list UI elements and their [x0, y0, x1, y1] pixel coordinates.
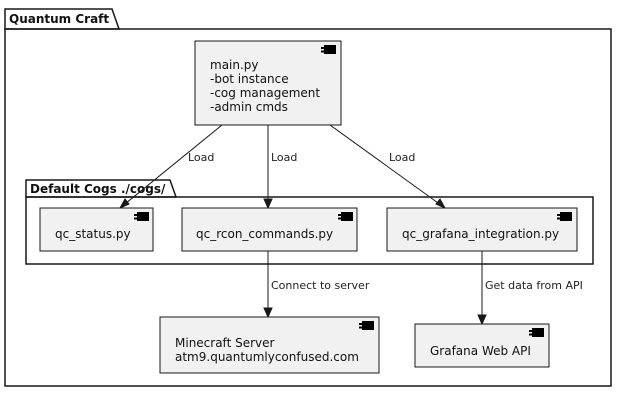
edges: Load Load Load Connect to server Get dat…	[118, 124, 583, 326]
arrowhead	[477, 314, 487, 326]
component-box	[414, 323, 550, 368]
edge-label-load-grafana: Load	[389, 151, 415, 164]
edge-label-load-status: Load	[188, 151, 214, 164]
package-title: Default Cogs ./cogs/	[30, 182, 166, 196]
component-label: qc_status.py	[55, 227, 131, 241]
component-text: Minecraft Server	[175, 336, 275, 350]
arrowhead	[263, 307, 273, 319]
component-label: qc_rcon_commands.py	[196, 227, 333, 241]
package-default-cogs: Default Cogs ./cogs/	[25, 179, 594, 265]
arrowhead	[435, 198, 447, 210]
component-minecraft-server[interactable]: Minecraft Server atm9.quantumlyconfused.…	[159, 316, 380, 374]
component-text: -bot instance	[210, 72, 289, 86]
edge-label-get-data: Get data from API	[485, 279, 583, 292]
package-quantum-craft: Quantum Craft	[4, 8, 612, 387]
arrowhead	[263, 198, 273, 210]
edge-label-connect: Connect to server	[271, 279, 370, 292]
component-label: qc_grafana_integration.py	[402, 227, 559, 241]
edge-load-status	[119, 124, 223, 209]
edge-label-load-rcon: Load	[271, 151, 297, 164]
edge-load-grafana	[329, 124, 446, 209]
package-title: Quantum Craft	[9, 12, 109, 26]
package-frame	[4, 28, 612, 387]
component-label: Grafana Web API	[430, 344, 531, 358]
component-box	[386, 207, 578, 252]
component-qc-grafana-integration[interactable]: qc_grafana_integration.py	[386, 207, 578, 252]
component-box	[194, 40, 342, 126]
component-grafana-web-api[interactable]: Grafana Web API	[414, 323, 550, 368]
component-main[interactable]: main.py -bot instance -cog management -a…	[194, 40, 342, 126]
component-qc-status[interactable]: qc_status.py	[39, 207, 154, 252]
arrowhead	[118, 198, 130, 210]
component-box	[159, 316, 380, 374]
component-text: -admin cmds	[210, 100, 288, 114]
component-text: -cog management	[210, 86, 320, 100]
component-text: main.py	[210, 58, 259, 72]
component-qc-rcon-commands[interactable]: qc_rcon_commands.py	[181, 207, 358, 252]
component-box	[181, 207, 358, 252]
component-text: atm9.quantumlyconfused.com	[175, 350, 359, 364]
package-frame	[25, 196, 594, 265]
